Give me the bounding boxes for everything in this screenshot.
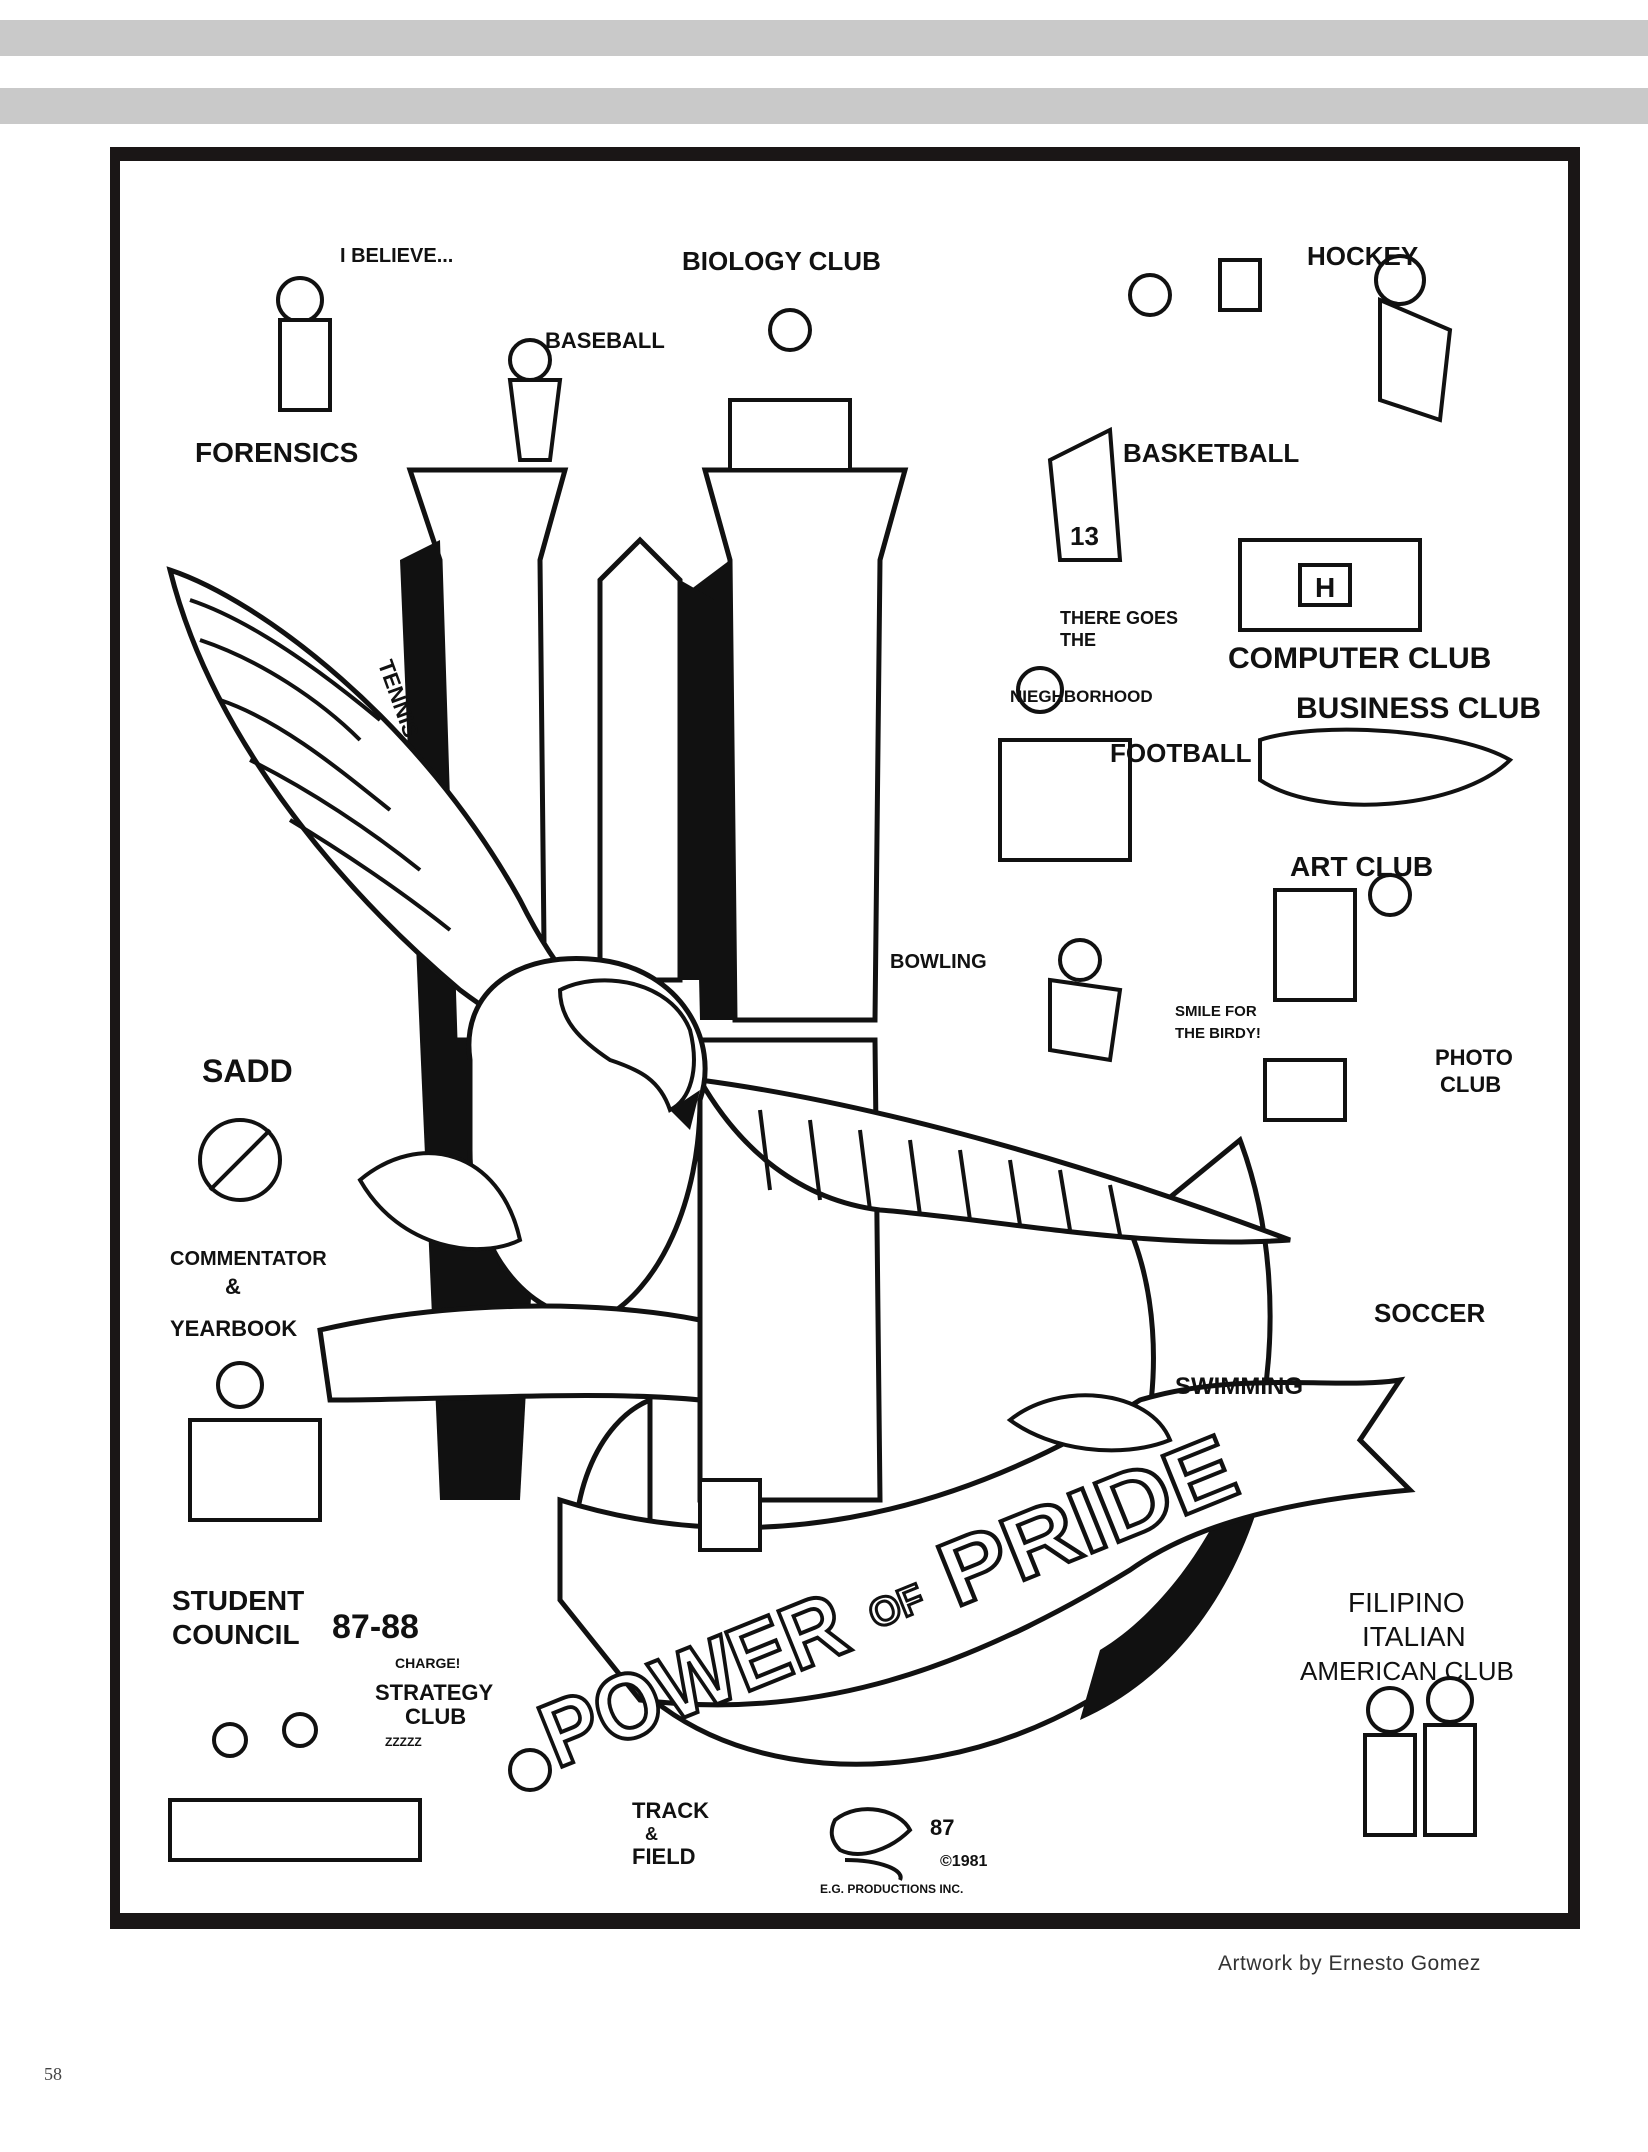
page-number: 58 — [44, 2064, 62, 2084]
label-commentator: COMMENTATOR — [170, 1248, 327, 1270]
label-snore: ZZZZZ — [385, 1735, 422, 1749]
jersey-number: 13 — [1070, 521, 1099, 551]
label-and: & — [225, 1274, 241, 1299]
label-neighborhood-3: NIEGHBORHOOD — [1010, 687, 1153, 706]
eagle-illustration — [166, 566, 1291, 1323]
artwork-caption: Artwork by Ernesto Gomez — [1218, 1952, 1481, 1975]
label-bowling: BOWLING — [890, 951, 987, 973]
label-field: FIELD — [632, 1844, 696, 1869]
signature-copyright: ©1981 — [940, 1853, 987, 1870]
header-stripe-bottom — [0, 88, 1648, 124]
header-stripe-top — [0, 20, 1648, 56]
signature-company: E.G. PRODUCTIONS INC. — [820, 1882, 963, 1896]
photo-speech-1: SMILE FOR — [1175, 1003, 1257, 1020]
label-filipino: FILIPINO — [1348, 1587, 1465, 1618]
label-computer-club: COMPUTER CLUB — [1228, 642, 1491, 675]
label-track: TRACK — [632, 1798, 709, 1823]
label-neighborhood-2: THE — [1060, 630, 1096, 650]
label-student-year: 87-88 — [332, 1608, 419, 1646]
label-business-club: BUSINESS CLUB — [1296, 692, 1541, 725]
label-baseball: BASEBALL — [545, 328, 665, 353]
label-american-club: AMERICAN CLUB — [1300, 1656, 1514, 1686]
cartoon-vignettes — [168, 254, 1514, 1862]
label-track-and: & — [645, 1824, 658, 1844]
label-basketball: BASKETBALL — [1123, 438, 1299, 468]
label-charge: CHARGE! — [395, 1655, 460, 1671]
label-photo-1: PHOTO — [1435, 1045, 1513, 1070]
label-hockey: HOCKEY — [1307, 241, 1418, 271]
label-sadd: SADD — [202, 1053, 293, 1089]
label-forensics: FORENSICS — [195, 437, 358, 468]
label-art-club: ART CLUB — [1290, 851, 1433, 882]
label-council: COUNCIL — [172, 1619, 300, 1650]
signature-year: 87 — [930, 1815, 954, 1840]
label-strategy-club: CLUB — [405, 1704, 466, 1729]
label-student: STUDENT — [172, 1585, 304, 1616]
computer-screen-letter: H — [1315, 572, 1335, 603]
photo-speech-2: THE BIRDY! — [1175, 1025, 1261, 1042]
label-italian: ITALIAN — [1362, 1621, 1466, 1652]
banner-ribbon — [557, 1376, 1416, 1708]
artist-signature: 87 ©1981 E.G. PRODUCTIONS INC. — [820, 1807, 987, 1896]
branch — [317, 1303, 703, 1403]
label-soccer: SOCCER — [1374, 1298, 1485, 1328]
label-biology-club: BIOLOGY CLUB — [682, 246, 881, 276]
artwork-labels: I BELIEVE... FORENSICS BASEBALL BIOLOGY … — [170, 241, 1541, 1869]
forensics-speech: I BELIEVE... — [340, 245, 453, 267]
label-football: FOOTBALL — [1110, 738, 1252, 768]
label-strategy: STRATEGY — [375, 1680, 493, 1705]
label-neighborhood-1: THERE GOES — [1060, 608, 1178, 628]
label-photo-2: CLUB — [1440, 1072, 1501, 1097]
label-yearbook: YEARBOOK — [170, 1316, 297, 1341]
label-swimming: SWIMMING — [1175, 1373, 1303, 1400]
